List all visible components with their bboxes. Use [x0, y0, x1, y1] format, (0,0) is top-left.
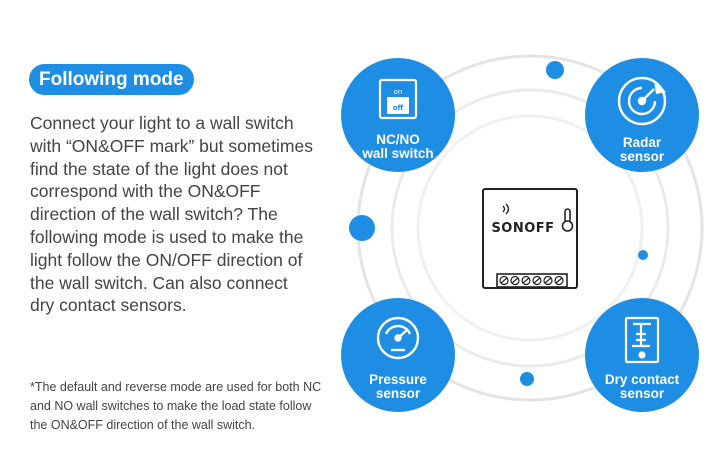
orbit-dot: [638, 250, 648, 260]
node-title: Radar: [622, 135, 662, 150]
inner-ring: [416, 114, 644, 342]
wifi-icon: [502, 203, 510, 215]
node-subtitle: sensor: [619, 149, 665, 164]
node-title: Pressure: [369, 372, 427, 387]
terminal-block: [496, 273, 568, 288]
node-subtitle: wall switch: [362, 146, 434, 161]
node-subtitle: sensor: [619, 386, 665, 401]
wall-switch-icon: on off: [378, 78, 418, 120]
switch-off-text: off: [393, 104, 404, 112]
node-label-wall-switch: NC/NO wall switch: [338, 133, 458, 161]
sonoff-device: SONOFF: [482, 188, 578, 289]
switch-on-text: on: [394, 88, 403, 96]
orbit-dot: [546, 61, 564, 79]
pressure-gauge-icon: [376, 316, 420, 360]
device-button-icon: [561, 208, 574, 232]
mode-description: Connect your light to a wall switch with…: [30, 113, 313, 316]
node-subtitle: sensor: [375, 386, 421, 401]
node-label-radar-sensor: Radar sensor: [582, 136, 702, 164]
node-wall-switch: [341, 58, 455, 172]
node-title: NC/NO: [376, 132, 420, 147]
node-pressure-sensor: [341, 298, 455, 412]
radar-icon: [617, 76, 667, 126]
orbit-dot: [349, 215, 375, 241]
mode-badge: Following mode: [29, 64, 194, 95]
orbit-dot: [520, 372, 534, 386]
node-label-dry-contact-sensor: Dry contact sensor: [582, 373, 702, 401]
middle-ring: [390, 88, 670, 368]
node-title: Dry contact: [604, 372, 680, 387]
device-brand: SONOFF: [491, 221, 554, 236]
dry-contact-icon: [624, 316, 660, 364]
node-label-pressure-sensor: Pressure sensor: [338, 373, 458, 401]
footnote: *The default and reverse mode are used f…: [30, 380, 322, 432]
